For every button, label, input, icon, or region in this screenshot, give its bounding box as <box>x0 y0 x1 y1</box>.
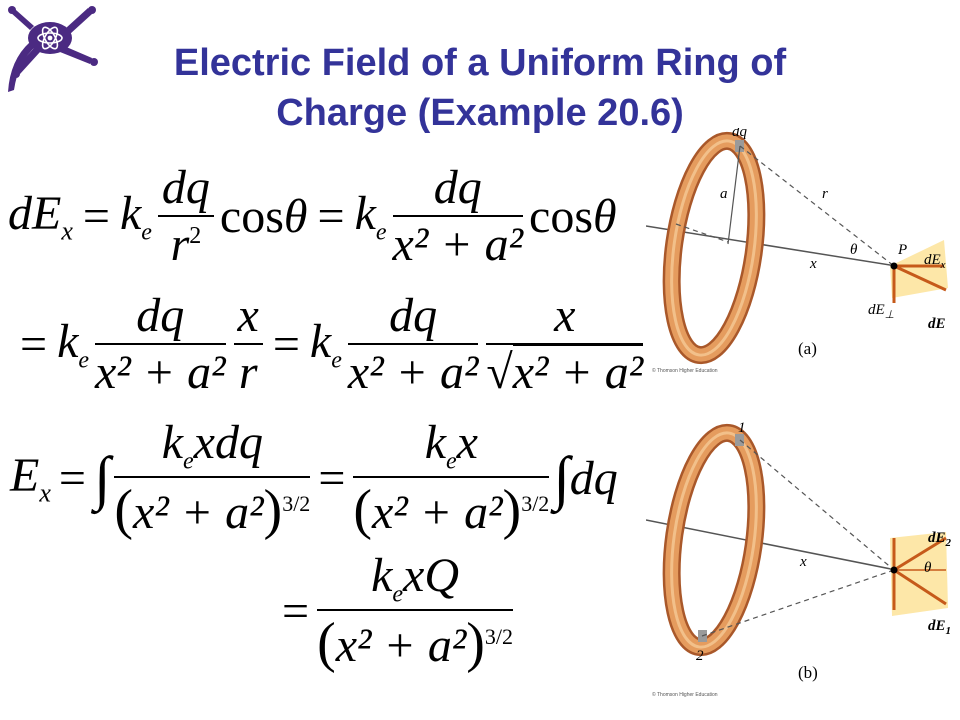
figure-a-ring-diagram: dq a r θ x P dEx dE⊥ dE (a) © Thomson Hi… <box>646 128 948 374</box>
label-dE: dE <box>928 316 946 332</box>
figure-b-ring-diagram: 1 2 x θ dE2 dE1 (b) © Thomson Higher Edu… <box>646 420 952 698</box>
equals-sign: = <box>282 584 310 638</box>
label-dE1: dE1 <box>928 618 951 637</box>
figure-a-credit: © Thomson Higher Education <box>652 367 718 374</box>
k-e: ke <box>354 186 387 246</box>
gecko-atom-logo-icon <box>8 6 98 92</box>
equals-sign: = <box>20 317 48 371</box>
fraction-kex: kex (x² + a²)3/2 <box>353 416 550 541</box>
equals-sign: = <box>318 451 346 505</box>
fraction-kexQ: kexQ (x² + a²)3/2 <box>317 549 513 674</box>
k-e: ke <box>119 186 152 246</box>
axis-line <box>646 519 897 571</box>
label-r: r <box>822 186 828 202</box>
label-theta: θ <box>924 560 932 576</box>
charge-element-1 <box>735 434 744 446</box>
figure-a-caption: (a) <box>798 339 817 358</box>
fraction-kexdq: kexdq (x² + a²)3/2 <box>114 416 311 541</box>
E-x: Ex <box>10 449 51 508</box>
point-P <box>890 262 898 270</box>
label-x: x <box>809 256 817 272</box>
label-dEperp: dE⊥ <box>868 302 894 321</box>
label-theta: θ <box>850 242 858 258</box>
figure-b-credit: © Thomson Higher Education <box>652 691 718 698</box>
fraction-dq-x2a2: dq x² + a² <box>347 289 479 399</box>
ring <box>662 131 766 365</box>
eq1-lhs: dEx <box>8 186 73 246</box>
equals-sign: = <box>82 189 110 243</box>
label-1: 1 <box>738 420 746 436</box>
fraction-dq-x2a2: dq x² + a² <box>95 289 226 399</box>
equation-1: dEx = ke dq r2 cosθ = ke dq x² + a² cosθ <box>8 160 617 272</box>
label-dE2: dE2 <box>928 530 952 549</box>
cos-term: cosθ <box>529 189 617 243</box>
slide-title: Electric Field of a Uniform Ring of Char… <box>173 42 787 134</box>
k-e: ke <box>57 314 90 374</box>
equation-4: = kexQ (x² + a²)3/2 <box>282 548 513 675</box>
k-e: ke <box>309 314 342 374</box>
fraction-dq-x2a2: dq x² + a² <box>392 161 524 271</box>
equation-2: = ke dq x² + a² x r = ke dq x² + a² x √x… <box>20 288 644 400</box>
label-P: P <box>897 242 907 258</box>
fraction-x-r: x r <box>233 288 263 400</box>
equals-sign: = <box>58 451 86 505</box>
axis-line <box>646 225 897 267</box>
label-a: a <box>720 186 728 202</box>
cos-term: cosθ <box>219 189 308 243</box>
label-x: x <box>799 554 807 570</box>
fraction-dq-r2: dq r2 <box>157 160 214 272</box>
integral-sign: ∫ <box>93 444 111 511</box>
label-dq: dq <box>732 128 748 140</box>
label-2: 2 <box>696 648 704 664</box>
integral-sign: ∫ <box>553 444 570 511</box>
equals-sign: = <box>317 189 345 243</box>
label-dEx: dEx <box>924 252 946 271</box>
fraction-x-sqrt: x √x² + a² <box>486 289 644 399</box>
equation-3: Ex = ∫ kexdq (x² + a²)3/2 = kex (x² + a²… <box>10 415 618 542</box>
equals-sign: = <box>272 317 300 371</box>
dq-term: dq <box>569 451 618 505</box>
ring <box>662 423 766 657</box>
point-P <box>890 566 898 574</box>
figure-b-caption: (b) <box>798 663 818 682</box>
